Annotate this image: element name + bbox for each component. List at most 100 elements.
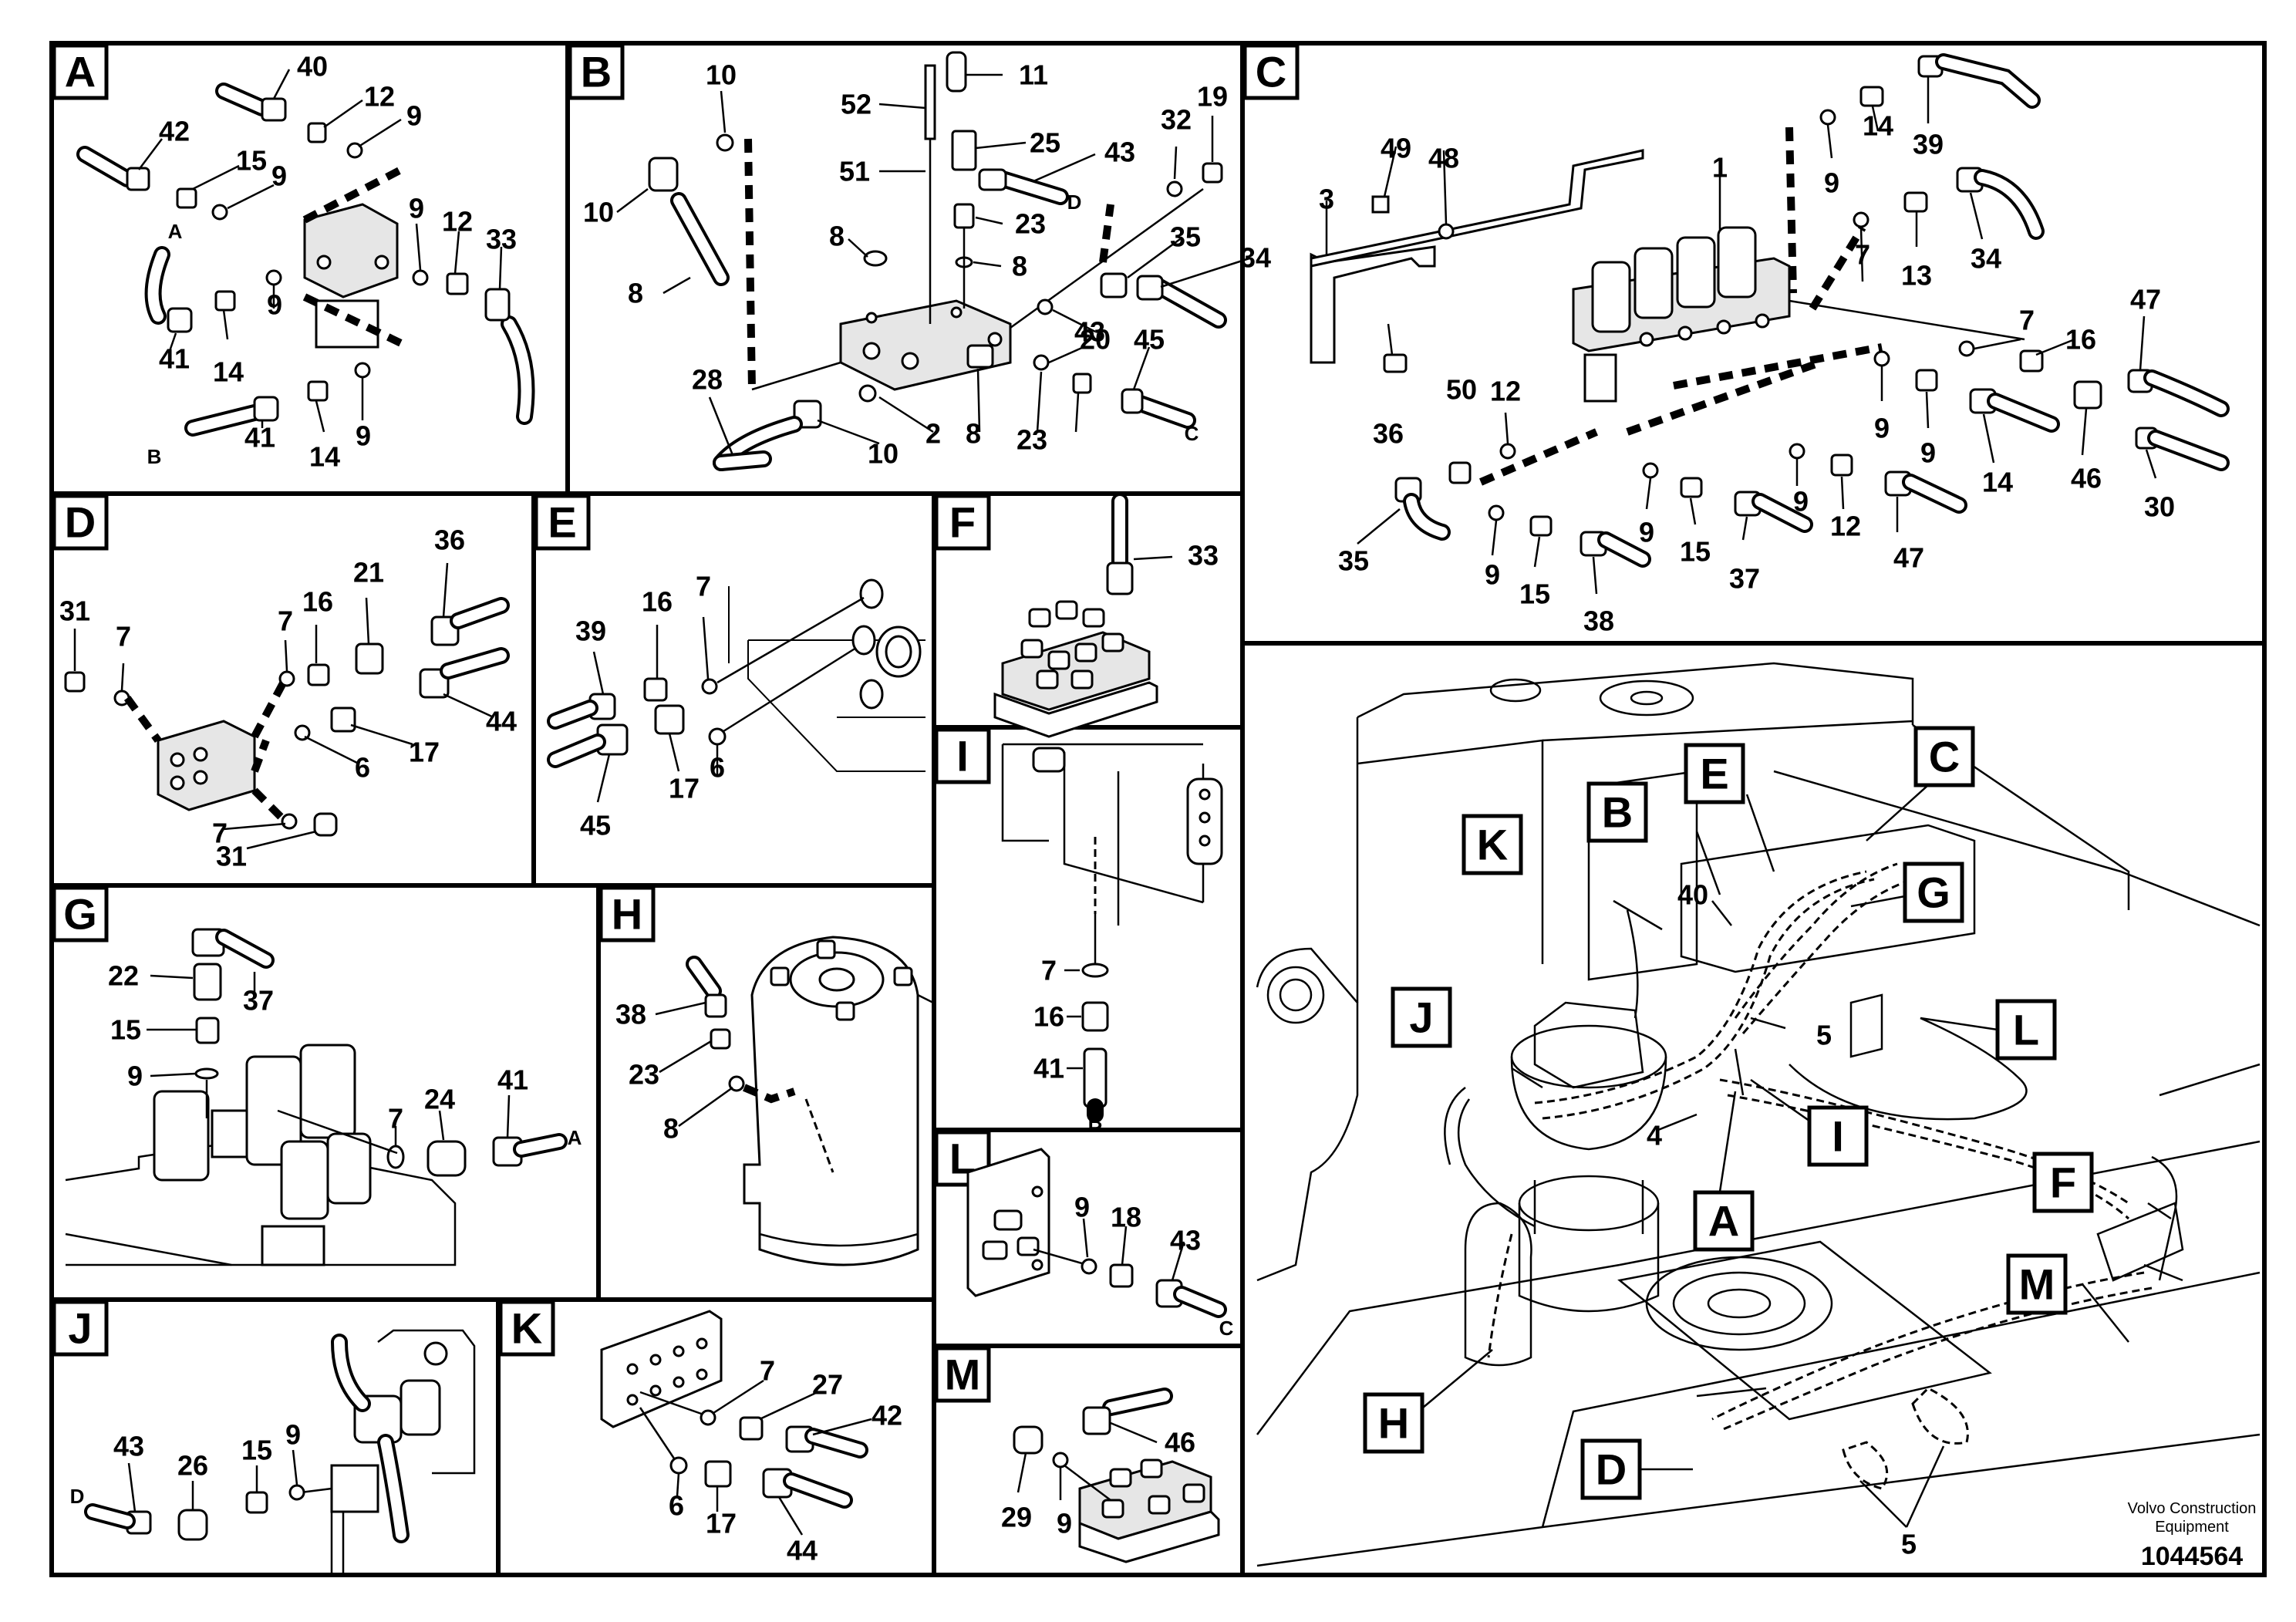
- part-number-label: 33: [1188, 540, 1219, 572]
- washer-48: [1438, 223, 1455, 240]
- fitting-12-left: [1448, 461, 1472, 484]
- o-ring-9-top: [346, 142, 363, 159]
- part-number-label: 15: [1680, 536, 1711, 568]
- overview-part-number-label: 5: [1901, 1529, 1917, 1560]
- part-number-label: 39: [1913, 129, 1944, 160]
- part-number-label: 34: [1971, 243, 2001, 275]
- fitting-14-upper: [214, 290, 236, 312]
- fitting-2: [966, 344, 994, 369]
- panel-tag-l: L: [934, 1130, 991, 1187]
- panel-tag-label: E: [548, 498, 576, 547]
- fitting-15-mid: [1680, 477, 1703, 498]
- overview-callout-l: L: [1995, 999, 2057, 1061]
- part-number-label: 25: [1030, 127, 1060, 159]
- fitting-33: [484, 288, 511, 322]
- part-number-label: 44: [486, 706, 517, 737]
- connection-letter-label: B: [147, 445, 162, 468]
- o-ring-10-lower: [858, 384, 877, 403]
- part-number-label: 6: [710, 752, 725, 784]
- panel-tag-i: I: [934, 727, 991, 784]
- panel-g-drawing: 22 37 15 9 7 24 41 A: [65, 928, 582, 1266]
- connection-letter-label: D: [70, 1485, 85, 1508]
- panel-tag-f: F: [934, 494, 991, 551]
- part-number-label: 12: [1490, 376, 1521, 407]
- connection-letter-label: A: [168, 220, 183, 243]
- fitting-43-top: [978, 168, 1007, 191]
- overview-part-number-label: 5: [1816, 1020, 1832, 1051]
- overview-part-number-label: 4: [1647, 1120, 1662, 1152]
- connection-letter-label: D: [1067, 191, 1082, 214]
- fitting-15: [176, 187, 197, 209]
- block-d: [157, 720, 256, 811]
- part-number-label: 33: [486, 224, 517, 255]
- fitting-30: [2073, 380, 2102, 410]
- fitting-15: [245, 1491, 268, 1514]
- fitting-14-lower: [307, 380, 329, 402]
- plug-31-bottom: [313, 812, 338, 837]
- bracket-3-top: [1310, 149, 1644, 268]
- document-id: 1044564: [2141, 1542, 2243, 1571]
- connection-letter-label: C: [1185, 422, 1199, 445]
- panel-tag-c: C: [1242, 43, 1300, 100]
- part-number-label: 36: [434, 524, 465, 556]
- part-number-label: 1: [1712, 152, 1728, 184]
- part-number-label: 10: [868, 438, 899, 470]
- o-ring-7: [386, 1145, 405, 1169]
- overview-callout-label: C: [1929, 733, 1960, 781]
- panel-tag-label: K: [511, 1304, 542, 1353]
- o-ring-10-top: [716, 133, 734, 152]
- o-ring-10-center: [863, 250, 888, 267]
- part-number-label: 45: [1134, 324, 1165, 356]
- panel-tag-label: I: [956, 732, 969, 781]
- fitting-12-right: [1830, 454, 1853, 477]
- part-number-label: 22: [108, 960, 139, 992]
- part-number-label: 43: [1104, 137, 1135, 168]
- part-number-label: 27: [812, 1369, 843, 1401]
- fitting-35: [1136, 275, 1164, 301]
- part-number-label: 17: [706, 1508, 737, 1539]
- panel-tag-j: J: [52, 1300, 109, 1357]
- overview-callout-label: D: [1596, 1445, 1627, 1494]
- plug-32: [1202, 162, 1223, 184]
- o-ring-8-right: [1166, 180, 1183, 197]
- part-number-label: 12: [1830, 511, 1861, 542]
- panel-tags: A B C D E F G H I J K L M: [52, 43, 1300, 1403]
- fitting-27: [739, 1416, 764, 1441]
- fitting-13: [1903, 191, 1928, 213]
- o-ring-9-right: [412, 269, 429, 286]
- panel-tag-e: E: [534, 494, 591, 551]
- overview-callout-d: D: [1580, 1438, 1642, 1500]
- part-number-label: 15: [241, 1435, 272, 1466]
- part-number-label: 6: [355, 752, 370, 784]
- part-number-label: 7: [278, 605, 293, 637]
- o-ring-9-lower: [354, 362, 371, 379]
- o-ring-9-lower-right: [1789, 443, 1805, 460]
- part-number-label: 18: [1111, 1202, 1141, 1233]
- fitting-42: [126, 167, 150, 191]
- part-number-label: 2: [925, 418, 941, 450]
- part-number-label: 9: [1074, 1192, 1090, 1223]
- part-number-label: 9: [1639, 517, 1654, 548]
- part-number-label: 49: [1381, 133, 1411, 164]
- elbow-24: [426, 1140, 467, 1177]
- panel-k-drawing: 7 27 42 6 17 44: [600, 1310, 902, 1566]
- overview-callout-f: F: [2032, 1152, 2094, 1213]
- o-ring-9-mid: [1642, 462, 1659, 479]
- fitting-43-lower: [1121, 388, 1144, 414]
- part-number-label: 28: [692, 364, 723, 396]
- fitting-40: [261, 97, 287, 122]
- part-number-label: 50: [1446, 374, 1477, 406]
- panel-j-drawing: 43 26 15 9 D: [70, 1329, 476, 1573]
- panel-tag-label: D: [65, 498, 96, 547]
- o-ring-7: [700, 1409, 716, 1426]
- panel-tag-m: M: [934, 1346, 991, 1403]
- part-number-label: 16: [302, 586, 333, 618]
- part-number-label: 34: [1240, 242, 1271, 274]
- panel-tag-a: A: [52, 43, 109, 100]
- panel-tag-label: F: [949, 498, 976, 547]
- part-number-label: 9: [267, 289, 282, 321]
- part-number-label: 14: [1982, 467, 2013, 498]
- panel-tag-label: J: [68, 1304, 92, 1353]
- plug-11: [946, 51, 967, 93]
- overview-callout-label: K: [1477, 821, 1508, 869]
